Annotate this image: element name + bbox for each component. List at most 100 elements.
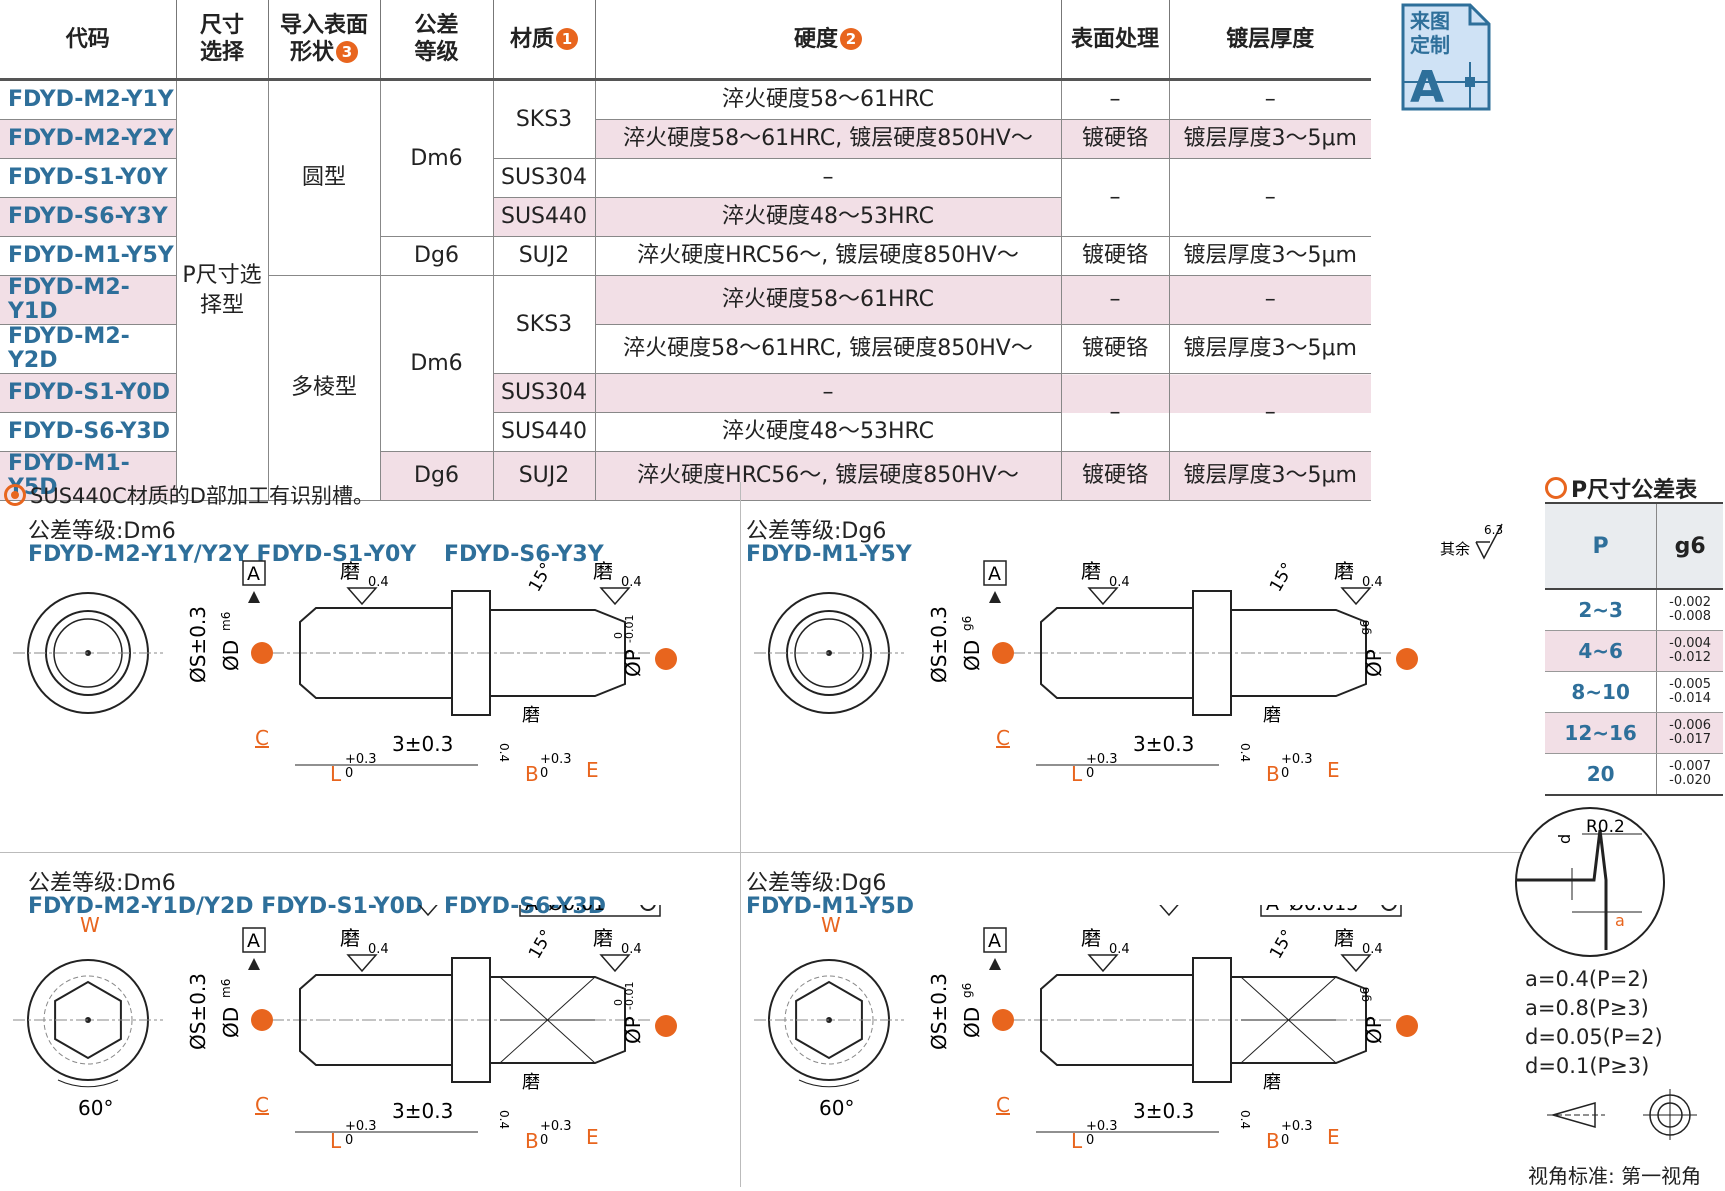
dim-p: ØP [621,649,645,677]
note-badge [1396,1015,1418,1037]
dim-l: L [330,762,342,786]
dim-b-tol-low: 0 [540,1133,548,1148]
hardness-cell: 淬火硬度58～61HRC [594,79,1062,120]
note-badge [992,1009,1014,1031]
hardness-cell: 淬火硬度HRC56～, 镀层硬度850HV～ [594,236,1062,276]
grind-label: 磨 [593,559,613,583]
table-row-code: FDYD-M2-Y2D [0,324,177,374]
gdt-datum: A [525,905,538,915]
grind-roughness-symbol [418,905,438,917]
shaft-p [490,976,626,1064]
header-thickness: 镀层厚度 [1169,0,1371,81]
grade-label-tl: 公差等级:Dm6 [28,519,176,544]
roughness-value: 0.4 [1109,575,1130,590]
shape-multi-cell: 多棱型 [267,275,381,501]
dim-e: E [1327,758,1340,782]
tol-dm6-cell: Dm6 [379,275,494,452]
material-cell: SUS440 [492,412,596,452]
dim-d: ØD [219,640,243,671]
roughness-value: 0.4 [621,575,642,590]
grind-label: 磨 [522,1072,540,1093]
note-badge [992,642,1014,664]
table-row-code: FDYD-S1-Y0D [0,373,177,413]
grind-label: 磨 [340,559,360,583]
groove-detail-notes: a=0.4(P=2) a=0.8(P≥3) d=0.05(P=2) d=0.1(… [1525,967,1663,1078]
grade-label-br: 公差等级:Dg6 [746,871,887,896]
dim-3: 3±0.3 [392,732,453,756]
flange [451,590,491,716]
dim-3: 3±0.3 [1133,1099,1194,1123]
dim-l-tol-low: 0 [1086,766,1094,781]
material-cell: SUS440 [492,197,596,237]
dim-e: E [586,758,599,782]
datum-label: A [247,930,260,952]
grind-label: 磨 [340,926,360,950]
dim-p-grade: g6 [1358,987,1372,1002]
badge-line2: 定制 [1410,33,1450,57]
tol-row-g6: -0.004-0.012 [1656,630,1723,672]
datum-box [242,560,266,586]
roughness-value: 0.4 [1238,1110,1252,1129]
dim-l-tol-low: 0 [345,1133,353,1148]
dim-s: ØS±0.3 [927,973,951,1050]
datum-triangle [248,591,260,603]
table-row-code: FDYD-M2-Y1D [0,275,177,325]
note-badge-2: 2 [840,27,862,50]
grind-roughness-symbol [346,954,378,973]
dim-b: B [1266,1129,1280,1153]
dim-d: ØD [960,1007,984,1038]
grind-label: 磨 [1081,926,1101,950]
datum-triangle [248,958,260,970]
grind-label: 磨 [1081,559,1101,583]
badge-letter: A [1410,62,1444,112]
material-cell: SUJ2 [492,236,596,276]
divider [0,852,1525,853]
note-badge [251,642,273,664]
surface-cell: – [1060,373,1170,452]
drawing-multi-dm6: W60°AAØ0.01磨0.4磨0.4磨0.415°ØS±0.3ØDm6ØP0-… [13,905,677,1153]
roughness-value: 0.4 [1362,575,1383,590]
tol-header-p: P [1545,502,1658,590]
surface-cell: 镀硬铬 [1060,236,1170,276]
other-roughness-symbol: 其余 6.3 [1440,523,1503,560]
roughness-value: 0.4 [1109,942,1130,957]
dim-b-tol-low: 0 [1281,766,1289,781]
table-row-code: FDYD-S1-Y0Y [0,158,177,198]
material-cell: SKS3 [492,79,596,159]
dim-s: ØS±0.3 [186,973,210,1050]
dim-l-tol-up: +0.3 [345,1119,377,1134]
dim-angle-60: 60° [78,1096,113,1120]
models-bl-b: FDYD-S6-Y3D [444,894,606,919]
dim-angle-60: 60° [819,1096,854,1120]
dim-b-tol-up: +0.3 [540,1119,572,1134]
flange [1192,957,1232,1083]
hardness-cell: 淬火硬度HRC56～, 镀层硬度850HV～ [594,451,1062,501]
hardness-cell: 淬火硬度48～53HRC [594,197,1061,237]
dim-p-tol-up: 0 [612,999,625,1006]
dim-w-label: W [821,913,841,937]
projection-label: 视角标准: 第一视角 [1528,1164,1702,1188]
surface-cell: – [1060,275,1170,325]
svg-text:R0.2: R0.2 [1586,817,1625,837]
end-view-hexagon [795,980,863,1060]
dim-e: E [586,1125,599,1149]
header-surface: 表面处理 [1061,0,1170,81]
datum-triangle [989,591,1001,603]
shaft-p [1231,976,1367,1064]
material-cell: SUS304 [492,373,596,413]
custom-drawing-badge: 来图 定制 A [1401,3,1491,112]
dim-b-tol-up: +0.3 [1281,752,1313,767]
chamfer-angle: 15° [1266,926,1298,962]
thickness-cell: 镀层厚度3～5μm [1168,236,1371,276]
tolerance-table-title: P尺寸公差表 [1545,472,1697,504]
dim-c: C [255,726,269,750]
dim-w-label: W [80,913,100,937]
dim-s: ØS±0.3 [927,606,951,683]
dim-d-grade: m6 [219,612,233,631]
note-badge [655,1015,677,1037]
dim-l: L [1071,1129,1083,1153]
gdt-datum: A [1266,905,1279,915]
gdt-tolerance: Ø0.015 [1289,905,1358,915]
